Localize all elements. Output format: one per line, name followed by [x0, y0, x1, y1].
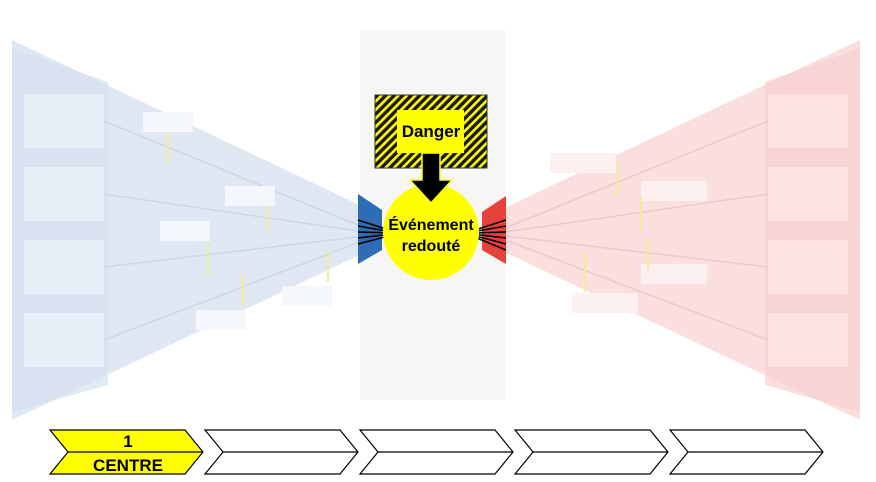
threat-box [24, 313, 104, 367]
consequence-box [768, 94, 848, 148]
step-1-number: 1 [123, 432, 132, 451]
top-event-circle [383, 184, 479, 280]
threat-line [103, 193, 366, 233]
consequence-box [768, 240, 848, 294]
threat-line [103, 239, 366, 341]
threats-side [12, 40, 370, 420]
step-4[interactable] [513, 429, 669, 475]
step-3[interactable] [358, 429, 514, 475]
top-event-label-line2: redouté [402, 238, 461, 255]
hazard-label: Danger [402, 122, 461, 141]
step-1[interactable]: 1 CENTRE [48, 429, 204, 475]
barrier-label [641, 264, 707, 284]
consequences-side [500, 40, 860, 420]
barrier-label [572, 293, 638, 313]
barrier-label [641, 181, 707, 201]
consequence-line [504, 235, 769, 268]
barrier-label [282, 286, 332, 306]
top-event-label-line1: Événement [388, 215, 474, 234]
consequence-line [504, 120, 769, 229]
consequence-box [768, 167, 848, 221]
threats-tip [358, 194, 382, 264]
barrier-label [550, 153, 616, 173]
threat-box [24, 240, 104, 294]
barrier-label [225, 186, 275, 206]
threat-line [103, 235, 366, 268]
consequence-box [768, 313, 848, 367]
consequence-line [504, 193, 769, 233]
barrier-label [196, 310, 246, 330]
threat-box [24, 167, 104, 221]
step-1-label: CENTRE [93, 456, 163, 475]
consequence-line [504, 239, 769, 341]
hazard-label-box [397, 110, 464, 153]
step-2[interactable] [203, 429, 359, 475]
step-5[interactable] [668, 429, 824, 475]
threat-box [24, 94, 104, 148]
down-arrow-icon [408, 152, 454, 205]
barrier-label [143, 112, 193, 132]
barrier-label [160, 221, 210, 241]
threat-line [103, 120, 366, 229]
